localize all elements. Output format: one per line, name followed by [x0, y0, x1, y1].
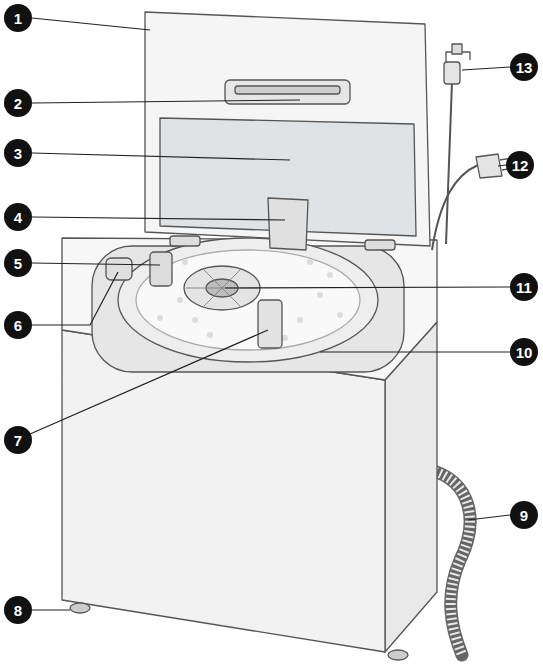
- callout-number: 2: [4, 89, 32, 117]
- callout-number: 1: [4, 4, 32, 32]
- callout-number: 7: [4, 426, 32, 454]
- callout-number: 9: [510, 501, 538, 529]
- callout-number: 6: [4, 311, 32, 339]
- callout-number: 11: [510, 273, 538, 301]
- callout-number: 13: [510, 53, 538, 81]
- callout-number: 10: [510, 338, 538, 366]
- callout-number: 5: [4, 249, 32, 277]
- callout-number: 8: [4, 596, 32, 624]
- callout-number: 12: [506, 151, 534, 179]
- callout-number: 3: [4, 139, 32, 167]
- callout-number: 4: [4, 203, 32, 231]
